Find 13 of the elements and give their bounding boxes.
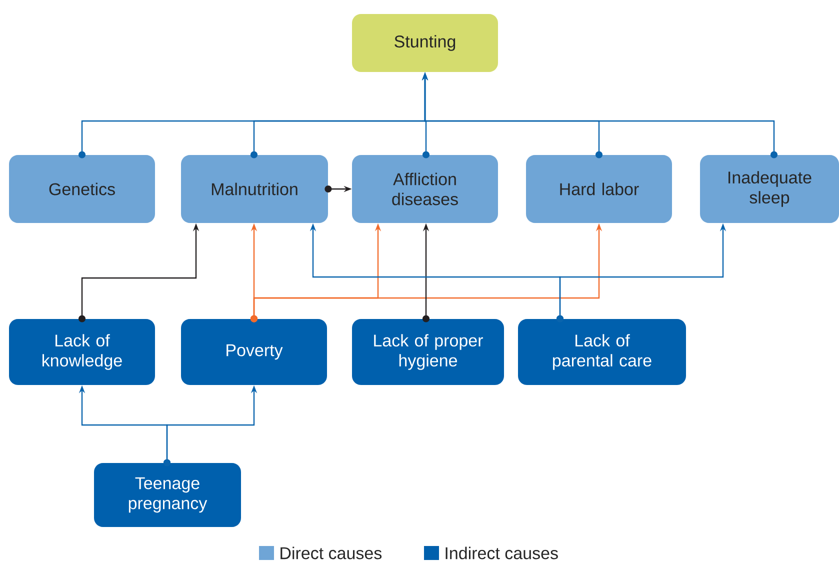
outcome-box: Stunting (352, 14, 498, 72)
indirect-cause-box: Poverty (181, 319, 327, 385)
indirect-cause-box: Lack of proper hygiene (352, 319, 504, 385)
direct-cause-box: Genetics (9, 155, 155, 223)
direct-cause-box: Affliction diseases (352, 155, 498, 223)
indirect-cause-box: Lack of knowledge (9, 319, 155, 385)
indirect-cause-box: Teenage pregnancy (94, 463, 241, 527)
legend-label: Direct causes (280, 546, 382, 560)
legend-label: Indirect causes (446, 546, 558, 560)
indirect-cause-box: Lack of parental care (518, 319, 686, 385)
direct-cause-box: Inadequate sleep (700, 155, 839, 223)
direct-cause-box: Malnutrition (181, 155, 328, 223)
direct-cause-box: Hard labor (526, 155, 672, 223)
